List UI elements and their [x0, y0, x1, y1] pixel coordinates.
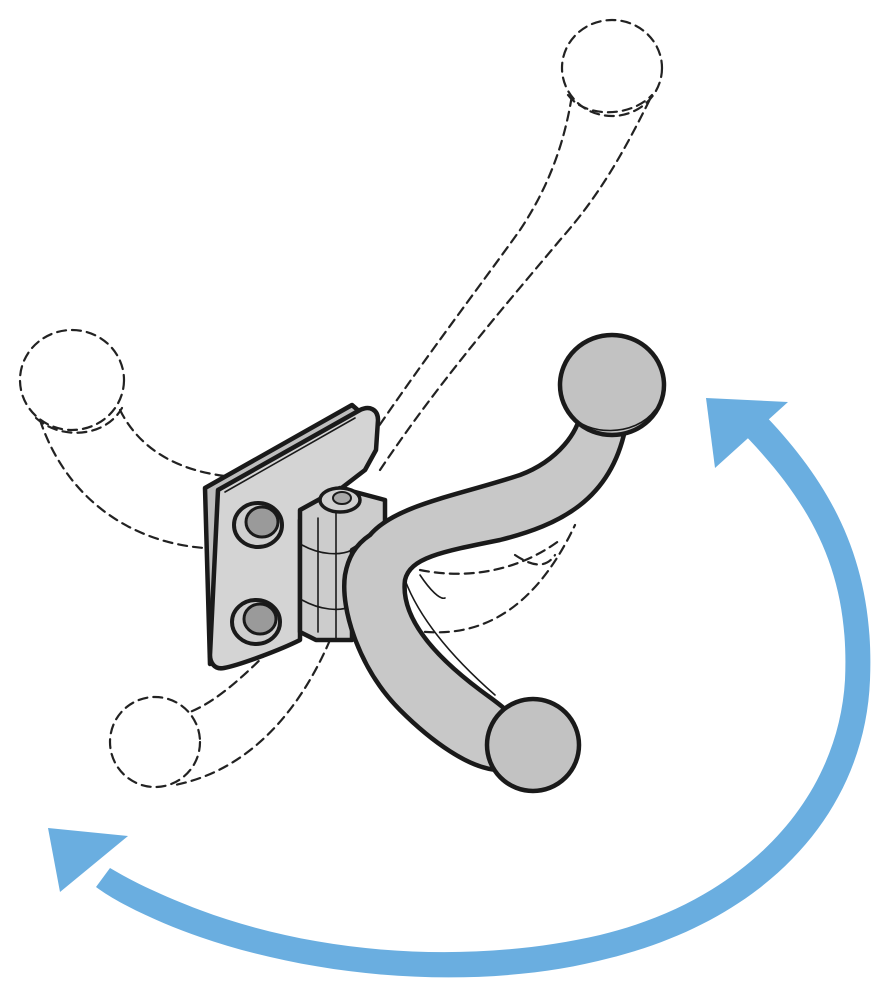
hook-top-knob-rim	[571, 409, 656, 432]
hook-bottom-knob-ball	[484, 696, 582, 794]
rotation-arrowhead-upper	[706, 398, 788, 468]
rotation-arrow-icon	[48, 398, 871, 978]
swivel-double-hook	[342, 332, 667, 794]
hinge-collar	[301, 544, 353, 555]
hook-arm-shade	[404, 579, 496, 696]
rotation-arrow-body	[96, 405, 871, 978]
ghost-left-knob	[18, 328, 126, 432]
ghost-hook-left	[18, 328, 302, 552]
upper-screw-hole	[232, 501, 284, 549]
hook-top-knob-ball	[557, 332, 667, 438]
swivel-hinge	[297, 485, 388, 643]
alternate-positions	[18, 18, 664, 789]
ghost-left-arm-bottom-edge	[38, 418, 302, 552]
hook-arm	[342, 412, 628, 773]
ghost-upper-knob	[560, 18, 664, 118]
ghost-hook-upper	[328, 18, 664, 502]
ghost-hook-lower	[108, 638, 332, 789]
ghost-upper-knob-rim	[566, 93, 654, 114]
rotation-arrowhead-lower	[48, 828, 128, 892]
wall-mount-bracket	[202, 402, 381, 671]
hook-top-knob	[557, 332, 667, 438]
ghost-right-arm-lower-edge	[408, 523, 577, 634]
ghost-lower-knob	[108, 695, 202, 789]
lower-screw-hole	[230, 598, 282, 646]
lower-screw-hole-inner	[242, 602, 278, 636]
ghost-right-arm-upper-edge	[418, 538, 562, 575]
ghost-left-arm-top-edge	[118, 408, 302, 479]
ghost-lower-arm-left-edge	[188, 638, 282, 714]
ghost-hook-right-lower	[408, 523, 577, 634]
hook-arm-shade-2	[419, 574, 446, 599]
ghost-right-arm-tip	[513, 553, 557, 566]
upper-screw-hole-inner	[244, 505, 280, 539]
ghost-left-knob-rim	[34, 406, 124, 434]
ghost-upper-arm-right-edge	[378, 93, 654, 472]
hinge-pin-center	[332, 491, 352, 505]
hook-bottom-knob	[484, 696, 582, 794]
ghost-lower-arm-right-edge	[173, 638, 332, 787]
ghost-upper-arm-left-edge	[328, 93, 574, 502]
bracket-top-edge	[224, 417, 356, 493]
